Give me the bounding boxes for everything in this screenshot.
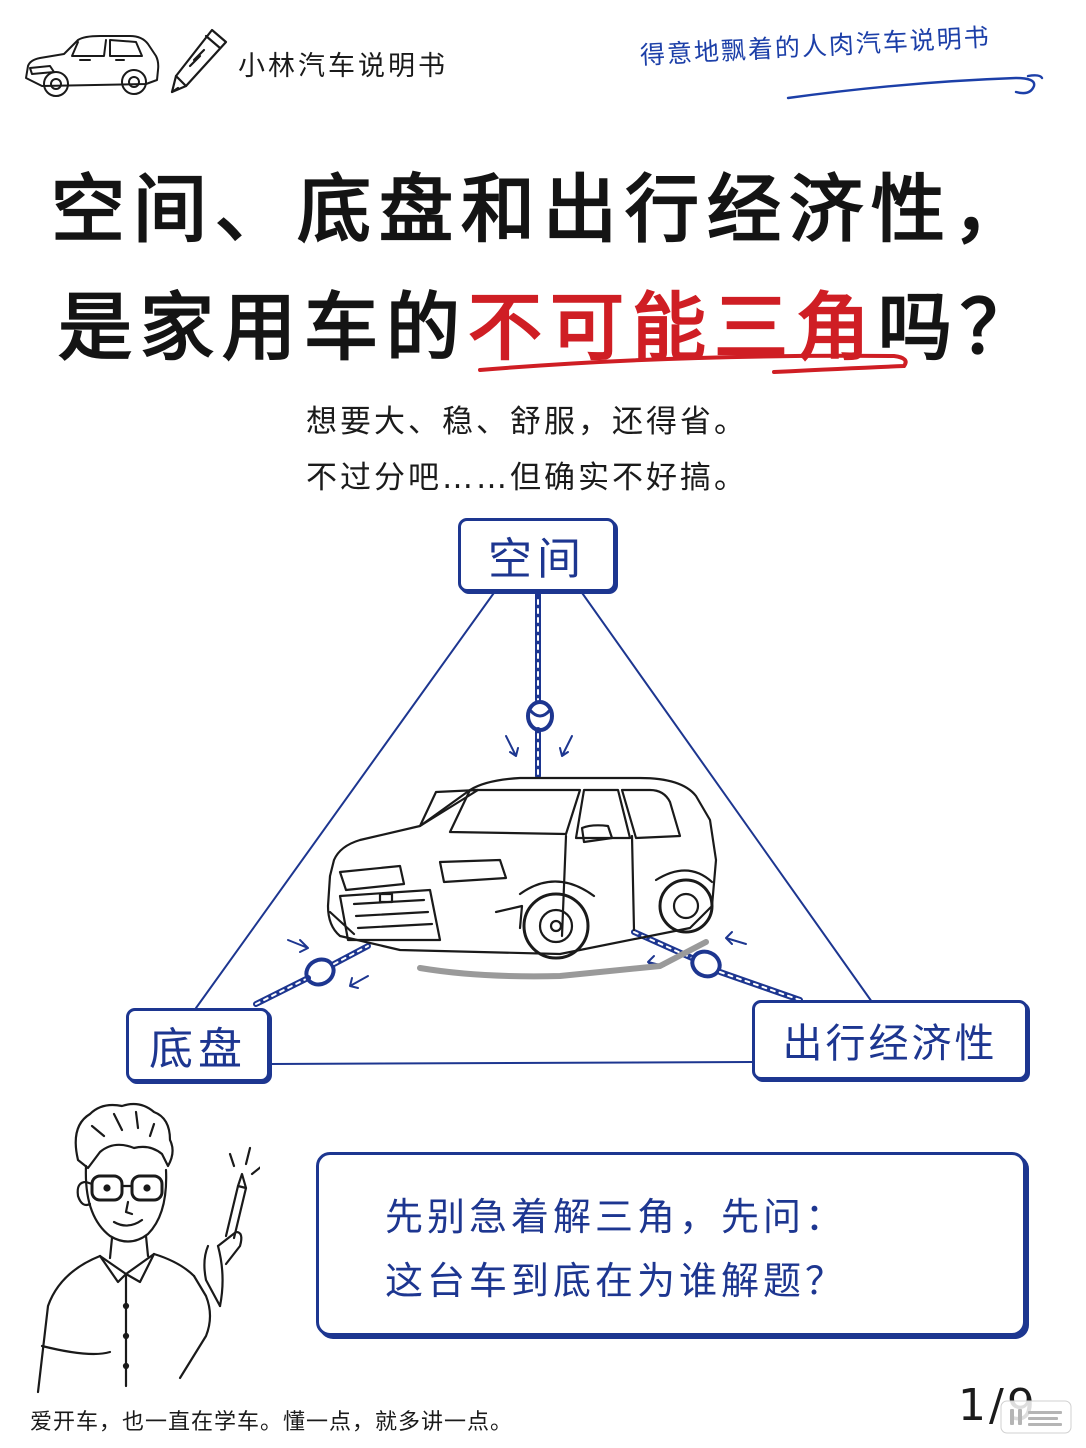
pencil-icon — [170, 28, 228, 94]
car-illustration — [326, 776, 718, 980]
title-prefix: 是家用车的 — [58, 285, 468, 371]
rope-left — [253, 943, 371, 1007]
highlight-underline — [478, 353, 908, 374]
brand-name: 小林汽车说明书 — [238, 51, 448, 82]
rope-top — [526, 589, 554, 779]
callout-line-2: 这台车到底在为谁解题？ — [385, 1259, 848, 1303]
triangle-edge-right — [579, 589, 873, 1003]
title-line-1: 空间、底盘和出行经济性， — [51, 167, 1035, 253]
tagline-underline — [786, 74, 1044, 100]
callout-line-1: 先别急着解三角，先问： — [385, 1195, 848, 1239]
author-motto: 爱开车，也一直在学车。懂一点，就多讲一点。 — [30, 1410, 514, 1435]
corner-label-economy: 出行经济性 — [752, 1000, 1028, 1080]
subtitle-line-1: 想要大、稳、舒服，还得省。 — [306, 404, 748, 440]
car-logo-icon — [25, 35, 160, 97]
watermark-logo — [1000, 1400, 1072, 1434]
callout-box: 先别急着解三角，先问： 这台车到底在为谁解题？ — [316, 1152, 1026, 1336]
corner-label-chassis: 底盘 — [126, 1008, 270, 1082]
subtitle-line-2: 不过分吧……但确实不好搞。 — [306, 460, 748, 496]
author-avatar — [36, 1102, 260, 1394]
triangle-edge-bottom — [269, 1061, 753, 1065]
title-suffix: 吗？ — [878, 285, 1042, 371]
triangle-edge-left — [195, 589, 497, 1009]
corner-label-space: 空间 — [458, 518, 616, 592]
title-line-2: 是家用车的不可能三角吗？ — [58, 268, 1042, 375]
